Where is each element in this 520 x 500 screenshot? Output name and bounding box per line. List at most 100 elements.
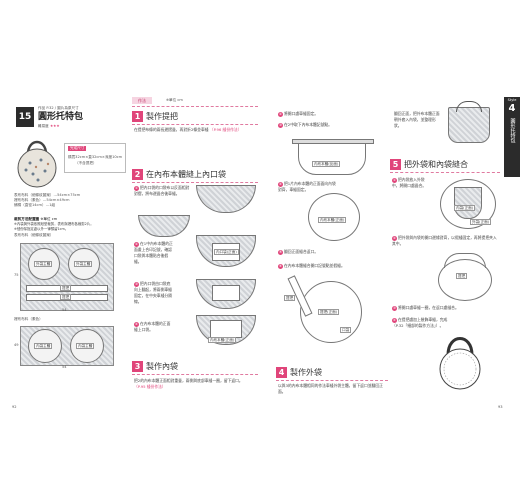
material-line: 鋪棉（直徑14cm）…1組 [14, 203, 56, 207]
side-tab-label: Style [507, 98, 517, 102]
cutting-notes: 裁剪方法配置圖 ※單位 cm ※內袋與外袋依照紙型裁剪，表布與裡布各裁剪2片。 … [14, 217, 126, 232]
sub-number: ③ [392, 305, 397, 311]
sub-text: 在1中內布本體的正面畫上合印記號，確認口袋與本體貼合後假縫。 [134, 241, 173, 264]
sub-number: ⑤ [278, 249, 283, 255]
step2-diagram-3 [194, 279, 256, 313]
step3-ref: （P.95 縫份作法） [134, 384, 166, 389]
step4-number: 4 [276, 367, 287, 378]
sub-text: 在提把處加上裝飾車縫，完成（P.32「細部的製作方法」）。 [392, 317, 448, 328]
layout1-width: 54 [62, 308, 67, 312]
finished-bag-icon [439, 337, 481, 390]
body-label: 內布本體(正面) [318, 217, 347, 223]
sub-text: 把1片內布本體的正面面向內袋對齊，車縫固定。 [278, 181, 336, 192]
sub-number: ④ [392, 317, 397, 323]
right-intro-diagram [442, 101, 496, 145]
spec-line-1: 橫寬32cm×直32cm×深度10cm [68, 155, 123, 159]
layout1-title: 表布布料（細條紋圖案） [14, 233, 54, 237]
lesson-title: 圓形托特包 [38, 112, 84, 122]
layout2-height: 49 [14, 343, 19, 347]
pocket-label: 口袋 [340, 327, 352, 333]
mr-diagram-1: 內布本體(反面) [278, 131, 386, 175]
spec-heading: 完成尺寸 [68, 146, 87, 151]
step4-title: 製作外袋 [290, 368, 322, 377]
sub-number: ① [392, 177, 397, 183]
step3-header: 3 製作內袋 [132, 361, 258, 375]
step3-text: 把2的內布本體正面相對重疊，兩側與底部車縫一圈，留下返口。 （P.95 縫份作法… [134, 378, 254, 390]
strap-label: 提把 [456, 273, 468, 279]
difficulty-label: 難易度 [38, 124, 49, 128]
step5-diagram-1: 內袋(正面) 外袋(正面) [434, 175, 500, 229]
step2-diagram-2: 內口袋(正面) [194, 235, 256, 275]
side-tab-number: 4 [508, 103, 516, 114]
step5-diagram-2: 提把 [430, 253, 498, 301]
sub-number: ② [392, 235, 397, 241]
sub-text: 把內口袋的口袋布以反面相對對摺，將布邊疊合後車縫。 [134, 185, 190, 196]
strap-label: 提把 [284, 295, 296, 301]
sub-text: 翻回正面縫合返口。 [284, 249, 319, 254]
step2-title: 在內布本體縫上內口袋 [146, 170, 226, 179]
layout2-diagram: 內袋主體 內袋主體 54 49 [14, 323, 122, 371]
strap-label: 提把(正面) [318, 309, 340, 315]
body-label: 內布本體(反面) [312, 161, 341, 167]
sub-text: 在內布本體縫合開口記號點並假縫。 [284, 263, 345, 268]
left-page: 15 作品 P.32 / 圖片為原尺寸 圓形托特包 難易度 ★★★ 完成尺寸 橫… [0, 85, 130, 415]
step1-header: 1 製作提把 [132, 111, 258, 125]
layout1-piece-label: 外袋主體 [34, 261, 53, 267]
notes-heading: 裁剪方法配置圖 ※單位 cm [14, 217, 126, 222]
step5-header: 5 把外袋和內袋縫合 [390, 159, 500, 173]
material-line: 裡布布料（素色）…54cm×49cm [14, 198, 70, 202]
sub-number: ④ [278, 181, 283, 187]
half-circle-fabric [196, 185, 256, 213]
mr-diagram-3: 提把 提把(正面) 口袋 [278, 275, 386, 355]
layout1-height: 75 [14, 273, 19, 277]
notes-line: ※縫份除指定處以外一律預留1cm。 [14, 227, 69, 231]
right-page: 翻回正面，把外布本體正面朝外套入內袋，並整理形狀。 Style 4 圓形托特包 … [390, 85, 520, 415]
tote-bag-image [17, 140, 57, 188]
materials-list: 表布布料（細條紋圖案）…54cm×75cm 裡布布料（素色）…54cm×49cm… [14, 193, 126, 208]
sub-text: 把內袋放入外袋中，將開口處疊合。 [392, 177, 427, 188]
layout2-width: 54 [62, 365, 67, 369]
sub-text: 在內布本體的正面縫上口袋。 [134, 321, 171, 332]
inner-bag-label: 內袋(正面) [454, 205, 476, 211]
method-tab: 作法 [132, 97, 152, 104]
sub-text: 在2中取下內布本體記號點。 [284, 122, 332, 127]
step1-ref: （P.96 縫份作法） [209, 127, 242, 132]
step2-header: 2 在內布本體縫上內口袋 [132, 169, 258, 183]
side-tab: Style 4 圓形托特包 [504, 97, 520, 177]
step3-body: 把2的內布本體正面相對重疊，兩側與底部車縫一圈，留下返口。 [134, 378, 243, 383]
mr-diagram-2: 內布本體(正面) [306, 189, 364, 243]
sub-number: ④ [134, 321, 139, 327]
step1-title: 製作提把 [146, 112, 178, 121]
layout1-strap-label: 提把 [60, 285, 72, 291]
step1-number: 1 [132, 111, 143, 122]
sub-text: 把內口袋由口袋底向上翻起，將兩側車縫固定，在中央車縫分隔線。 [134, 281, 172, 304]
half-circle-fabric [138, 215, 190, 237]
pocket-shape [210, 320, 242, 338]
outer-bag-label: 外袋(正面) [470, 219, 492, 225]
step1-body: 在提把布條的兩長邊摺疊，再對折2條並車縫 [134, 127, 209, 132]
notes-heading-text: 裁剪方法配置圖 [14, 217, 40, 221]
step2-diagram-1b [134, 215, 192, 237]
step4-text: 以與3的內布本體相同的作法車縫外袋主體，留下返口並翻回正面。 [278, 383, 383, 394]
pocket-shape [212, 285, 240, 301]
spec-box: 完成尺寸 橫寬32cm×直32cm×深度10cm （不含提把） [64, 143, 126, 173]
side-tab-vertical: 圓形托特包 [509, 118, 516, 143]
layout2-piece-label: 內袋主體 [34, 343, 53, 349]
sub-number: ③ [134, 281, 139, 287]
finished-bag-diagram [432, 329, 488, 393]
layout1-diagram: 外袋主體 外袋主體 提把 提把 54 75 [14, 239, 122, 313]
middle-left-column: 作法 ※單位 cm 1 製作提把 在提把布條的兩長邊摺疊，再對折2條並車縫 （P… [132, 85, 258, 415]
right-intro: 翻回正面，把外布本體正面朝外套入內袋，並整理形狀。 [394, 111, 440, 128]
layout1-piece-label: 外袋主體 [74, 261, 93, 267]
sub-text: 將開口處車縫一圈，在返口處縫合。 [398, 305, 459, 310]
step1-text: 在提把布條的兩長邊摺疊，再對折2條並車縫 （P.96 縫份作法） [134, 127, 254, 133]
